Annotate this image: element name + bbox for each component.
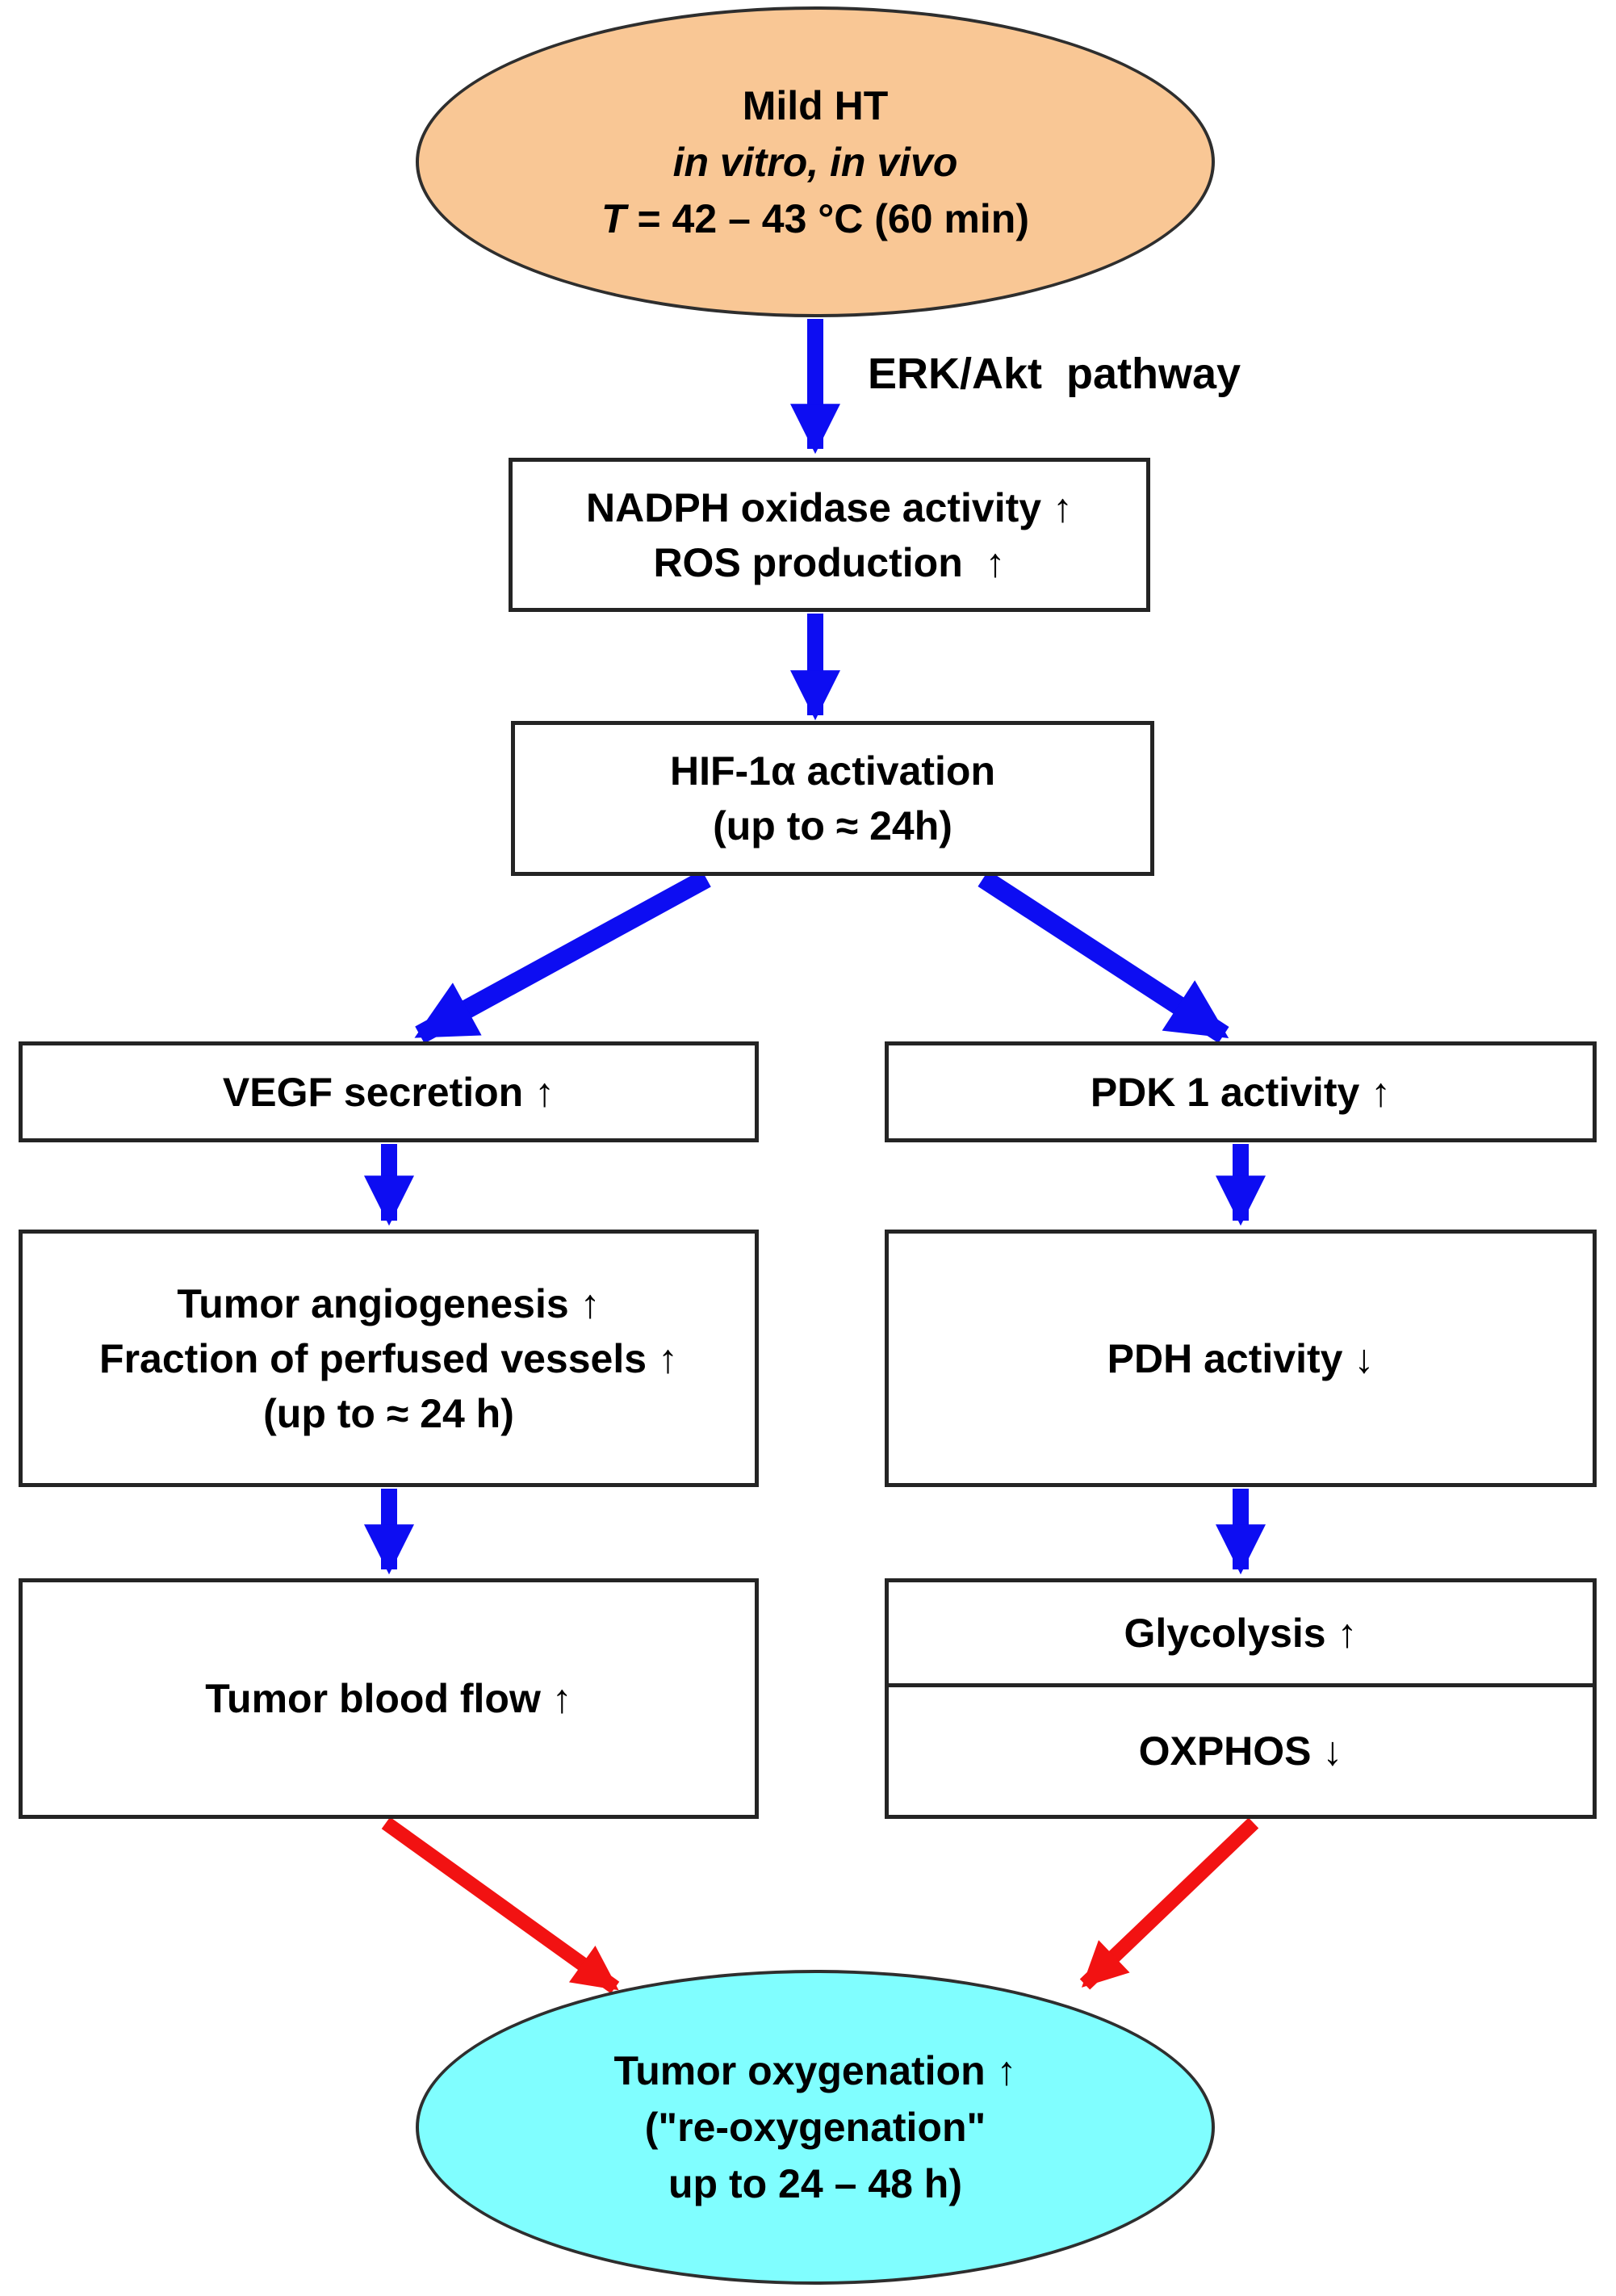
node-hif-activation-label: HIF-1α activation (up to ≈ 24h) bbox=[669, 748, 996, 848]
node-tumor-blood-flow: Tumor blood flow ↑ bbox=[19, 1578, 759, 1819]
erk-akt-pathway-label: ERK/Akt pathway bbox=[868, 350, 1241, 398]
node-pdk1-activity: PDK 1 activity ↑ bbox=[885, 1041, 1597, 1142]
mild-ht-line2: in vitro, in vivo bbox=[672, 139, 958, 185]
node-tumor-angiogenesis-label: Tumor angiogenesis ↑ Fraction of perfuse… bbox=[99, 1280, 678, 1436]
node-pdh-activity-label: PDH activity ↓ bbox=[1107, 1335, 1375, 1381]
node-nadph-ros-label: NADPH oxidase activity ↑ ROS production … bbox=[586, 484, 1073, 585]
node-mild-ht: Mild HT in vitro, in vivo T = 42 – 43 °C… bbox=[416, 6, 1215, 317]
node-vegf-secretion-label: VEGF secretion ↑ bbox=[222, 1069, 555, 1115]
arrow-hif-to-vegf bbox=[414, 869, 711, 1044]
node-nadph-ros: NADPH oxidase activity ↑ ROS production … bbox=[509, 458, 1150, 612]
node-tumor-oxygenation-label: Tumor oxygenation ↑ ("re-oxygenation" up… bbox=[613, 2048, 1017, 2206]
arrow-hif-to-pdk bbox=[978, 869, 1229, 1044]
mild-ht-line1: Mild HT bbox=[742, 82, 889, 128]
arrow-oxphos-to-oxygenation bbox=[1079, 1817, 1259, 1990]
node-glycolysis: Glycolysis ↑ bbox=[885, 1578, 1597, 1687]
node-oxphos-label: OXPHOS ↓ bbox=[1138, 1728, 1343, 1774]
node-tumor-oxygenation: Tumor oxygenation ↑ ("re-oxygenation" up… bbox=[416, 1970, 1215, 2285]
node-pdk1-activity-label: PDK 1 activity ↑ bbox=[1090, 1069, 1392, 1115]
node-tumor-angiogenesis: Tumor angiogenesis ↑ Fraction of perfuse… bbox=[19, 1230, 759, 1487]
node-oxphos: OXPHOS ↓ bbox=[885, 1683, 1597, 1819]
node-hif-activation: HIF-1α activation (up to ≈ 24h) bbox=[511, 721, 1154, 876]
arrow-blood-flow-to-oxygenation bbox=[381, 1816, 620, 1994]
node-mild-ht-label: Mild HT in vitro, in vivo T = 42 – 43 °C… bbox=[601, 78, 1029, 247]
node-glycolysis-label: Glycolysis ↑ bbox=[1124, 1610, 1358, 1656]
node-vegf-secretion: VEGF secretion ↑ bbox=[19, 1041, 759, 1142]
node-tumor-blood-flow-label: Tumor blood flow ↑ bbox=[205, 1676, 572, 1721]
mild-ht-line3: T = 42 – 43 °C (60 min) bbox=[601, 195, 1029, 241]
node-pdh-activity: PDH activity ↓ bbox=[885, 1230, 1597, 1487]
